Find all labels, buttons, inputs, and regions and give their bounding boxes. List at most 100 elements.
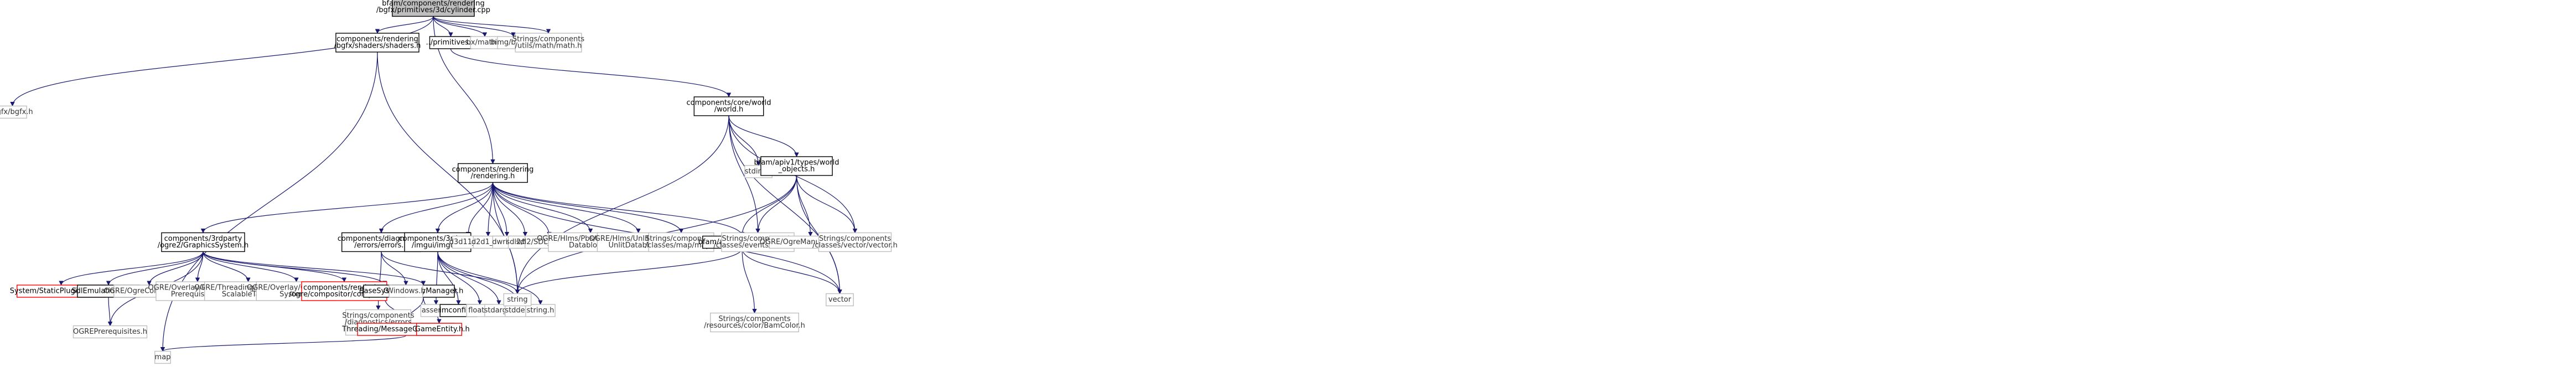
edge [203,251,387,286]
edge [200,182,494,234]
node-label-line: components/rendering [452,166,534,174]
edge [492,182,552,237]
node-rendering-h[interactable]: components/rendering/rendering.h [452,163,534,183]
edge [433,15,551,34]
node-label-line: bfam/components/rendering [382,0,485,8]
edge [433,16,453,37]
node-label-line: components/diagnostics [338,235,426,243]
edge [437,251,501,305]
node-primitives-h[interactable]: ../primitives.h [426,36,476,49]
node-world-objects-h[interactable]: bfam/apiv1/types/world_objects.h [754,156,839,176]
node-label-line: string.h [527,307,554,315]
node-label-line: _objects.h [778,166,815,174]
edge [160,335,407,352]
node-label-line: Strings/components [819,235,891,243]
node-string-h: string.h [525,304,556,317]
edge [203,251,299,282]
edge-root-to-strings-math-h [433,15,551,34]
edge [796,175,858,234]
node-label-line: /classes/vector/vector.h [812,241,898,250]
edge [433,16,488,37]
node-vector: vector [826,293,854,307]
edge-diag-errors-h-to-string [381,251,520,294]
edge [437,251,543,305]
edge [433,16,516,37]
edge-graphics-system-h-to-ogre-threading-h [203,251,251,282]
node-box [388,285,423,298]
edge [203,251,426,286]
edge-rendering-h-to-diag-errors-h [379,182,494,234]
node-label-line: GameEntity.h [415,325,463,334]
node-box [525,304,556,317]
node-box [503,293,532,307]
node-box [458,163,528,183]
edge [381,251,520,294]
node-label-line: Windows.h [386,287,425,296]
node-label-line: ../primitives.h [426,39,476,47]
node-label-line: bfam/apiv1/types/world [754,159,839,167]
edge-tags-h-to-vector [742,248,842,294]
edge [379,182,494,234]
node-root[interactable]: bfam/components/rendering/bgfx/primitive… [376,0,490,17]
node-label-line: components/3rdparty [164,235,242,243]
edge-rendering-h-to-sdl2-sdl-h [492,182,528,237]
edge [10,16,434,107]
edge [492,182,510,237]
edge-rendering-h-to-strings-map-h [492,182,684,234]
edge-world-objects-h-to-events-h [755,175,797,234]
node-game-entity-h[interactable]: GameEntity.h [415,323,463,336]
edge-root-to-shaders-h [375,16,434,34]
node-ogre-prereq-h: OGREPrerequisites.h [72,325,148,339]
edge [492,182,684,234]
edge [742,248,842,294]
edge [147,251,204,286]
node-label-line: OGREPrerequisites.h [73,328,147,336]
edge-world-h-to-events-h [728,115,760,234]
edge [435,182,494,234]
edge [728,115,761,166]
edge-tags-h-to-strings-color-h [742,248,757,314]
node-label-line: /utils/math/math.h [515,42,582,50]
edge [728,115,799,157]
edge-tags-h-to-string [515,248,743,294]
node-world-h[interactable]: components/core/world/world.h [686,96,771,116]
node-map: map [154,350,171,364]
node-label-line: /imgui/imgui.h [412,241,464,250]
edge-graphics-system-h-to-static-plugin-h [59,251,204,286]
edge-root-to-primitives-h [433,16,453,37]
edge-msg-queue-h-to-map [160,335,407,352]
node-label-line: components/core/world [686,99,771,107]
edge-graphics-system-h-to-base-system-h [203,251,387,286]
edge [515,248,743,294]
edge-primitives-h-to-world-h [450,48,732,97]
edge [515,115,729,294]
node-label-line: /resources/color/BamColor.h [704,322,805,330]
node-label-line: /world.h [714,106,744,114]
node-label-line: /bgfx/shaders/shaders.h [334,42,421,50]
edge-world-objects-h-to-vector-h [796,175,858,234]
node-label-line: string [507,296,527,304]
node-label-line: Strings/components [512,35,584,44]
node-graphics-system-h[interactable]: components/3rdparty/ogre2/GraphicsSystem… [158,232,249,252]
edge-graphics-system-h-to-game-entity-manager-h [203,251,426,286]
node-shaders-h[interactable]: components/rendering/bgfx/shaders/shader… [334,33,421,53]
edge-shaders-h-to-map [160,51,378,352]
edge-rendering-h-to-sdl2-events-h [492,182,552,237]
node-label-line: /rendering.h [471,172,515,180]
node-box [416,323,463,336]
edge-imgui-h-to-imconfig-h [437,251,461,305]
node-vector-h: Strings/components/classes/vector/vector… [812,232,898,252]
edge [755,175,797,234]
edge [450,48,732,97]
edge-rendering-h-to-graphics-system-h [200,182,494,234]
edge [376,251,382,311]
edge-rendering-h-to-imgui-h [435,182,494,234]
node-box [760,156,833,176]
edge-rendering-h-to-dwrite-h [492,182,510,237]
node-strings-math-h: Strings/components/utils/math/math.h [512,33,584,53]
node-label-line: /classes/map/map.h [645,241,717,250]
edge [59,251,204,286]
edges-layer [10,15,858,352]
edge-graphics-system-h-to-ogre-overlay-system-h [203,251,299,282]
